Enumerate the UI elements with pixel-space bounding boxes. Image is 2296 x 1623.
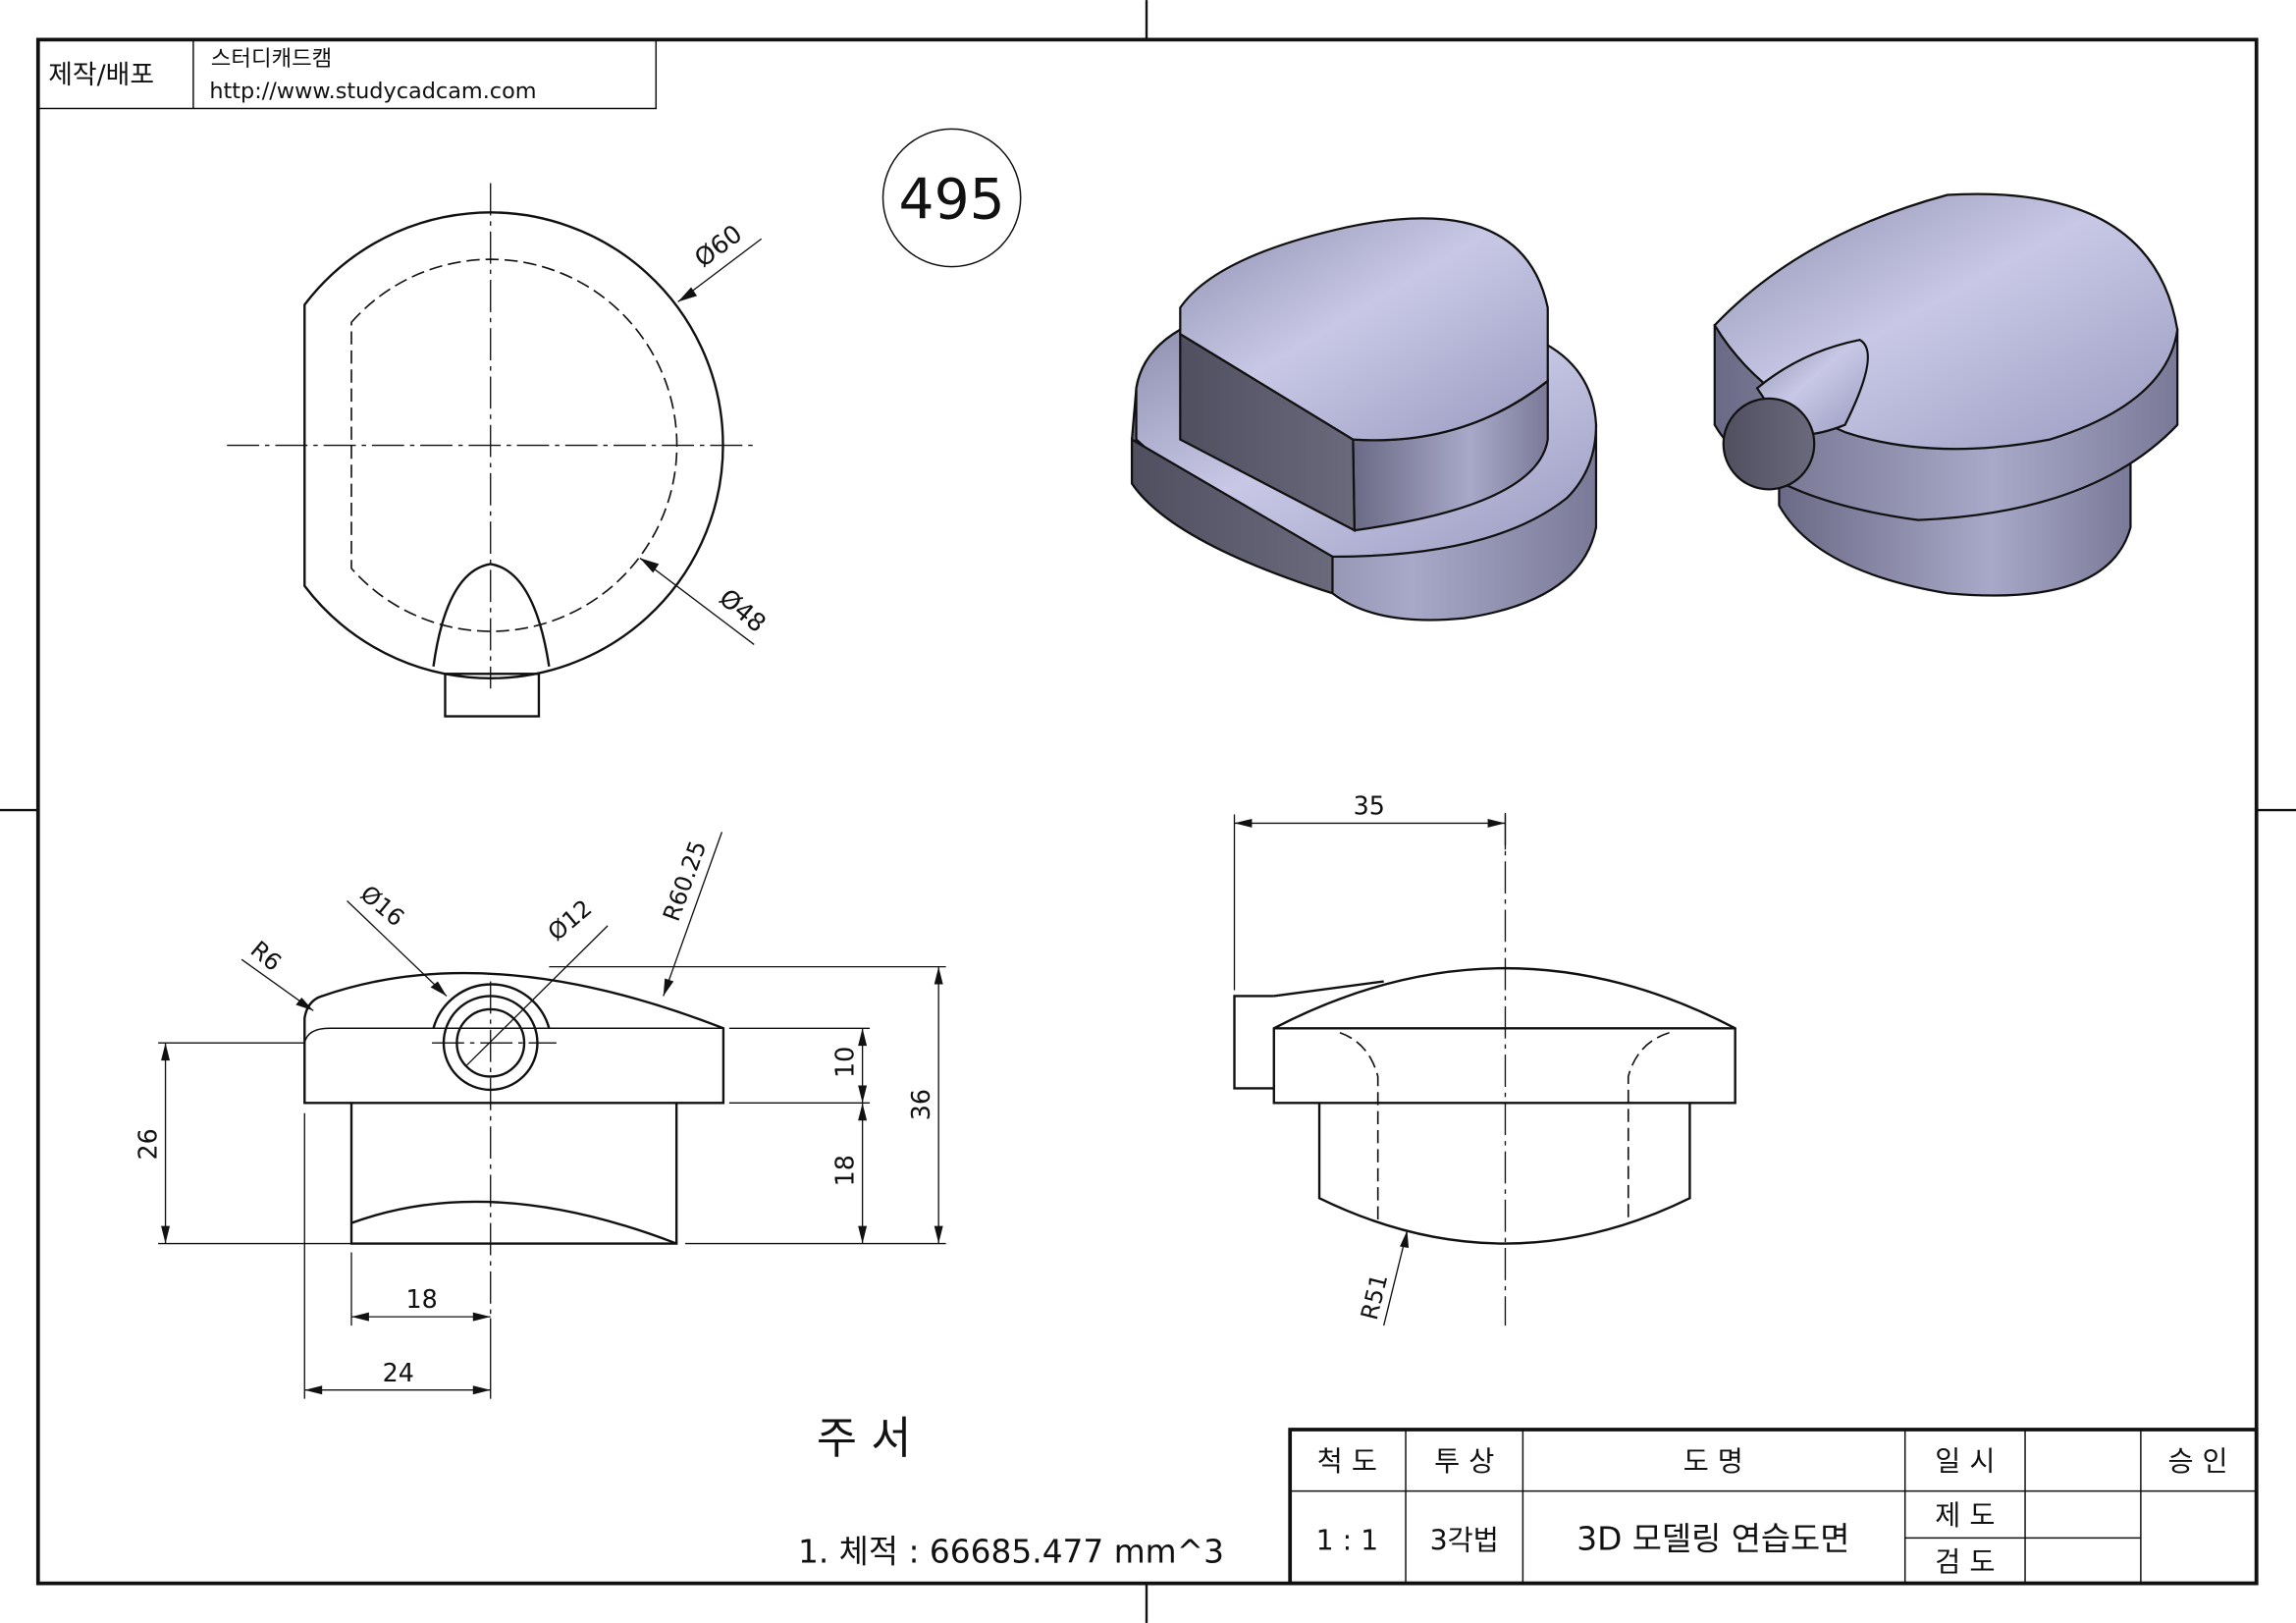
- dim-d12: Ø12: [543, 894, 598, 947]
- date-label: 일 시: [1935, 1445, 1995, 1478]
- drawing-number: 495: [899, 167, 1005, 232]
- notes: 주 서 1. 체적 : 66685.477 mm^3: [798, 1412, 1224, 1571]
- drawn-label: 제 도: [1935, 1499, 1995, 1532]
- top-view: Ø60 Ø48: [227, 183, 772, 718]
- title-block: 척 도 투 상 도 명 일 시 승 인 1 : 1 3각법 3D 모델링 연습도…: [1288, 1428, 2259, 1586]
- dim-d48: Ø48: [714, 582, 772, 638]
- drawing-name-value: 3D 모델링 연습도면: [1576, 1520, 1849, 1557]
- notes-title: 주 서: [817, 1412, 912, 1464]
- dim-d60: Ø60: [689, 218, 748, 272]
- dim-h18v: 18: [830, 1155, 860, 1186]
- isometric-view-rear: [1713, 192, 2179, 597]
- drawing-name-label: 도 명: [1683, 1445, 1743, 1478]
- header-url[interactable]: http://www.studycadcam.com: [209, 79, 536, 104]
- projection-label: 투 상: [1434, 1445, 1494, 1478]
- side-view: 35 R51: [1233, 790, 1736, 1326]
- dim-r6: R6: [245, 936, 287, 977]
- dim-w18: 18: [405, 1284, 437, 1314]
- dim-h36: 36: [906, 1089, 935, 1120]
- dim-h10: 10: [830, 1047, 860, 1078]
- dim-w24: 24: [383, 1358, 414, 1387]
- publisher-header: 제작/배포 스터디캐드캠 http://www.studycadcam.com: [37, 38, 658, 110]
- scale-label: 척 도: [1317, 1445, 1377, 1478]
- dim-w35: 35: [1354, 790, 1385, 820]
- dim-h26: 26: [133, 1128, 163, 1160]
- header-company: 스터디캐드캠: [211, 46, 332, 72]
- dim-d16: Ø16: [355, 880, 410, 932]
- scale-value: 1 : 1: [1316, 1524, 1379, 1556]
- notes-item-1: 1. 체적 : 66685.477 mm^3: [798, 1534, 1224, 1571]
- isometric-view-front: [1130, 217, 1598, 622]
- checked-label: 검 도: [1935, 1546, 1995, 1579]
- approval-label: 승 인: [2167, 1445, 2227, 1478]
- dim-r51: R51: [1356, 1271, 1394, 1323]
- header-label: 제작/배포: [48, 60, 154, 90]
- front-view: 26 36 10 18 18 24 R6 Ø16 Ø12 R60.25: [133, 832, 946, 1399]
- drawing-number-bubble: 495: [881, 128, 1022, 268]
- projection-value: 3각법: [1430, 1524, 1499, 1556]
